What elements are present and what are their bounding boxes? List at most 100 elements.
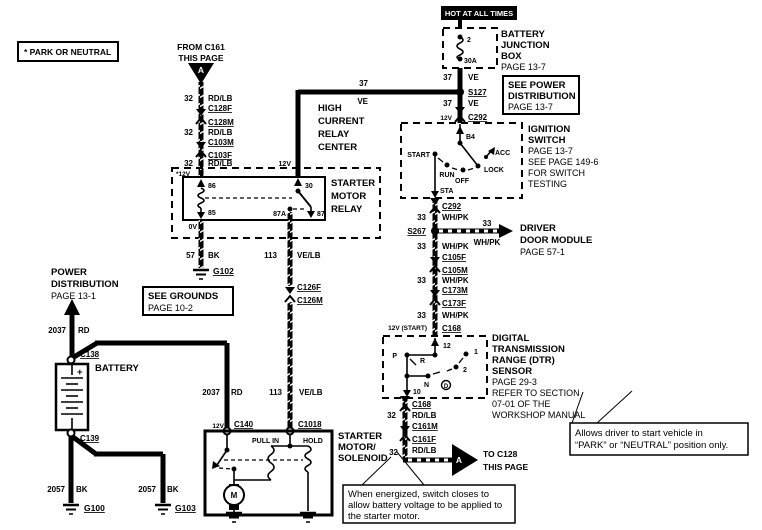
triangle-a-icon	[452, 444, 478, 476]
note-line3: the starter motor.	[348, 511, 420, 522]
ign-line1: IGNITION	[528, 124, 570, 135]
motor-label: M	[231, 491, 238, 500]
wire-gauge-label: 2057	[138, 485, 156, 494]
relay-center-outline	[171, 167, 381, 239]
label-c126m: C126M	[297, 296, 323, 305]
label-c168-top: C168	[442, 324, 462, 333]
arrow-right-icon	[499, 224, 513, 238]
position-2-label: 2	[463, 367, 467, 374]
relay-coil-icon	[197, 187, 205, 209]
wire-color-label: WH/PK	[474, 238, 501, 247]
position-p-label: P	[392, 353, 397, 360]
wire-color-label: WH/PK	[442, 311, 469, 320]
hcrc-line1: HIGH	[318, 103, 342, 114]
wire-color-label: VE/LB	[299, 388, 323, 397]
wire-gauge-label: 32	[184, 159, 193, 168]
arrow-down-icon	[403, 390, 411, 397]
dtr-ref3: WORKSHOP MANUAL	[492, 410, 585, 420]
terminal-sta-label: STA	[440, 188, 453, 195]
wire-gauge-label: 32	[387, 411, 396, 420]
pull-in-coil-label: PULL IN	[252, 438, 279, 445]
park-or-neutral-label: * PARK OR NEUTRAL	[24, 47, 111, 57]
wire-gauge-label: 2037	[48, 326, 66, 335]
sol-line2: MOTOR/	[338, 442, 376, 453]
wire-color-label: VE	[357, 97, 368, 106]
when-energized-note: When energized, switch closes to allow b…	[342, 451, 516, 524]
fuse-number-label: 2	[467, 37, 471, 44]
arrow-up-icon	[431, 338, 439, 346]
terminal-87-arrow	[307, 211, 315, 218]
note-line2: “PARK” or “NEUTRAL” position only.	[575, 440, 728, 451]
terminal-85-label: 85	[208, 210, 216, 217]
splice-s127	[456, 88, 464, 96]
ddm-line1: DRIVER	[520, 223, 556, 234]
wire-color-label: WH/PK	[442, 242, 469, 251]
relay-outline	[182, 176, 326, 221]
label-c161m: C161M	[412, 422, 438, 431]
ign-line2: SWITCH	[528, 135, 566, 146]
terminal-87-label: 87	[317, 211, 325, 218]
label-c292-top: C292	[468, 113, 488, 122]
voltage-label: 12V	[279, 161, 292, 168]
wire-color-label: RD/LB	[412, 446, 437, 455]
ground-symbol-g103	[153, 503, 173, 516]
wire-113-velb-column: 113 VE/LB C126F C126M 113 VE/LB	[264, 212, 323, 428]
wire-color-label: RD/LB	[208, 94, 233, 103]
dtr-ref2: 07-01 OF THE	[492, 399, 550, 409]
label-c161f: C161F	[412, 435, 436, 444]
label-s127: S127	[468, 88, 487, 97]
starter-motor-solenoid: 12V C140 C1018 PULL IN HOLD M STARTER MO…	[203, 420, 388, 524]
battery-label: BATTERY	[95, 363, 139, 374]
label-c105f: C105F	[442, 253, 466, 262]
wire-color-label: RD/LB	[208, 128, 233, 137]
see-grounds-box: SEE GROUNDS PAGE 10-2	[142, 286, 234, 316]
see-grounds-label: SEE GROUNDS	[148, 291, 218, 302]
wire-gauge-label: 33	[417, 276, 426, 285]
wire-gauge-label: 37	[359, 79, 368, 88]
sol-line1: STARTER	[338, 431, 382, 442]
wire-gauge-label: 113	[269, 388, 282, 397]
wire-color-label: VE	[468, 73, 479, 82]
note-box	[342, 484, 516, 524]
dtr-line1: DIGITAL	[492, 333, 529, 344]
label-c128m: C128M	[208, 118, 234, 127]
battery-junction-box-outline	[442, 27, 498, 69]
from-c161-connector: FROM C161 THIS PAGE A	[177, 42, 225, 84]
bjb-line2: JUNCTION	[501, 40, 550, 51]
smr-line1: STARTER	[331, 178, 375, 189]
high-current-relay-center-label: HIGH CURRENT RELAY CENTER	[318, 103, 365, 153]
dtr-page: PAGE 29-3	[492, 377, 537, 387]
solenoid-outline	[203, 429, 334, 517]
label-c1018: C1018	[298, 420, 322, 429]
wire-32-rdlb-column: 32 RD/LB C128F C128M 32 RD/LB C103M C103…	[184, 82, 234, 177]
voltage-label: 0V	[188, 224, 197, 231]
terminal-86-label: 86	[208, 183, 216, 190]
ground-symbol-g102	[191, 268, 211, 281]
spd-page: PAGE 13-7	[508, 102, 553, 112]
switch-arm	[459, 142, 479, 167]
wire-color-label: BK	[76, 485, 88, 494]
position-run-label: RUN	[439, 172, 454, 179]
terminal-12-label: 12	[443, 343, 451, 350]
hcrc-line4: CENTER	[318, 142, 357, 153]
wire-gauge-label: 2057	[47, 485, 65, 494]
bjb-page: PAGE 13-7	[501, 62, 546, 72]
arrow-down-icon	[431, 191, 439, 198]
ddm-page: PAGE 57-1	[520, 247, 565, 257]
voltage-label: *12V	[176, 171, 191, 178]
wire-gauge-label: 33	[483, 219, 492, 228]
wire-37-ve-feed: 37 VE 12V	[279, 79, 460, 177]
to-c128-tag: A	[456, 455, 462, 465]
wire-gauge-label: 37	[443, 73, 452, 82]
voltage-label: 12V	[212, 423, 224, 430]
wire-color-label: RD/LB	[208, 159, 233, 168]
ign-ref1: SEE PAGE 149-6	[528, 157, 598, 167]
pd-page: PAGE 13-1	[51, 291, 96, 301]
voltage-label: 12V (START)	[388, 325, 427, 332]
wire-37-ve-column: 37 VE S127 37 VE 12V C292	[440, 68, 488, 123]
note-line1: When energized, switch closes to	[348, 489, 489, 500]
label-c140: C140	[234, 420, 254, 429]
pd-line2: DISTRIBUTION	[51, 279, 119, 290]
position-n-label: N	[424, 382, 429, 389]
